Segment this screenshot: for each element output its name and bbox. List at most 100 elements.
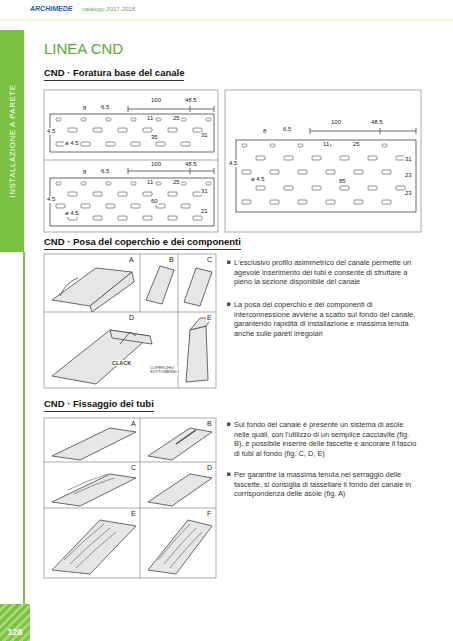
section-heading: CND · Posa del coperchio e dei component… <box>44 237 241 250</box>
line-art <box>206 118 211 121</box>
line-art <box>50 178 214 226</box>
dimension-label: 31 <box>200 188 209 195</box>
line-art <box>186 326 208 382</box>
line-art <box>236 140 416 212</box>
line-art <box>68 128 77 132</box>
line-art <box>214 106 215 112</box>
line-art <box>256 156 265 160</box>
line-art <box>44 418 216 578</box>
dimension-label: 35 <box>150 134 159 141</box>
dimension-label: 23 <box>404 172 413 179</box>
line-art <box>382 170 391 174</box>
line-art <box>168 128 177 132</box>
line-art <box>93 216 102 220</box>
dimension-label: 25 <box>172 115 181 122</box>
line-art <box>44 462 216 463</box>
dimension-label: 21 <box>200 208 209 215</box>
line-art <box>106 118 111 121</box>
node-text: INSTALLAZIONE A PARETE <box>8 85 17 198</box>
line-art <box>131 118 136 121</box>
line-art <box>168 216 177 220</box>
dimension-label: 100 <box>150 161 162 168</box>
line-art <box>106 142 115 146</box>
figure-letter: E <box>130 510 137 518</box>
line-art <box>312 156 321 160</box>
line-art <box>242 144 247 147</box>
figure-letter: C <box>130 464 137 472</box>
line-art <box>131 182 136 185</box>
line-art <box>312 186 321 190</box>
line-art <box>148 474 212 506</box>
line-art <box>81 182 86 185</box>
dimension-label: 11 <box>322 141 330 148</box>
line-art <box>44 312 216 313</box>
dimension-label: 11 <box>146 179 154 186</box>
dimension-label: 48.5 <box>184 97 198 104</box>
line-art <box>56 118 405 220</box>
dimension-label: 6.5 <box>100 104 110 111</box>
figure-letter: A <box>128 256 135 264</box>
side-band: INSTALLAZIONE A PARETE <box>0 30 24 252</box>
line-art <box>68 474 114 494</box>
line-art <box>310 131 416 132</box>
dimension-label: 23 <box>404 190 413 197</box>
line-art <box>298 144 303 147</box>
bullet-square <box>227 303 231 307</box>
line-art <box>52 266 212 574</box>
line-art <box>50 114 214 152</box>
figure-letter: F <box>206 510 212 518</box>
line-art <box>52 520 136 574</box>
line-art <box>206 182 211 185</box>
line-art <box>382 144 387 147</box>
line-art <box>184 268 212 306</box>
line-art <box>90 272 134 312</box>
line-art <box>326 200 335 204</box>
line-art <box>0 20 453 604</box>
dimension-label: 11 <box>146 115 154 122</box>
bullet-text: La posa del coperchio e dei componenti d… <box>234 300 420 339</box>
dimension-label: 100 <box>330 119 342 126</box>
line-art <box>148 520 212 574</box>
line-art <box>270 144 275 147</box>
line-art <box>227 261 231 477</box>
line-art <box>284 186 293 190</box>
line-art <box>110 330 152 344</box>
dimension-label: 6.5 <box>100 168 110 175</box>
line-art <box>310 128 311 134</box>
line-art <box>256 186 265 190</box>
dimension-label: 8 <box>82 169 87 176</box>
line-art <box>354 170 363 174</box>
figure-letter: E <box>206 314 213 322</box>
dimension-label: 6.5 <box>282 126 292 133</box>
line-art <box>93 192 102 196</box>
label: catalogo 2017-2018 <box>82 6 135 13</box>
line-art <box>190 168 191 174</box>
dimension-label: 25 <box>352 141 361 148</box>
figure-letter: B <box>168 256 175 264</box>
line-art <box>181 142 190 146</box>
line-art <box>368 156 377 160</box>
line-art <box>242 170 251 174</box>
line-art <box>128 106 129 112</box>
dimension-label: 4.5 <box>228 160 238 167</box>
line-art <box>214 168 215 174</box>
line-art <box>368 186 377 190</box>
bullet-square <box>227 423 231 427</box>
label: ARCHIMEDE <box>30 5 72 13</box>
dimension-label: 48.5 <box>370 119 384 126</box>
line-art <box>118 128 127 132</box>
line-art <box>52 428 136 460</box>
dimension-label: 8 <box>262 128 267 135</box>
line-art <box>382 200 391 204</box>
line-art <box>181 182 186 185</box>
page-number-box: 128 <box>0 604 30 641</box>
line-art <box>225 90 421 232</box>
line-art <box>143 216 152 220</box>
line-art <box>298 170 307 174</box>
line-art <box>81 142 90 146</box>
line-art <box>340 186 349 190</box>
line-art <box>193 216 202 220</box>
dimension-label: 8 <box>82 105 87 112</box>
label: COPERCHIO SOTTOMESSO <box>150 366 178 375</box>
line-art <box>168 192 177 196</box>
